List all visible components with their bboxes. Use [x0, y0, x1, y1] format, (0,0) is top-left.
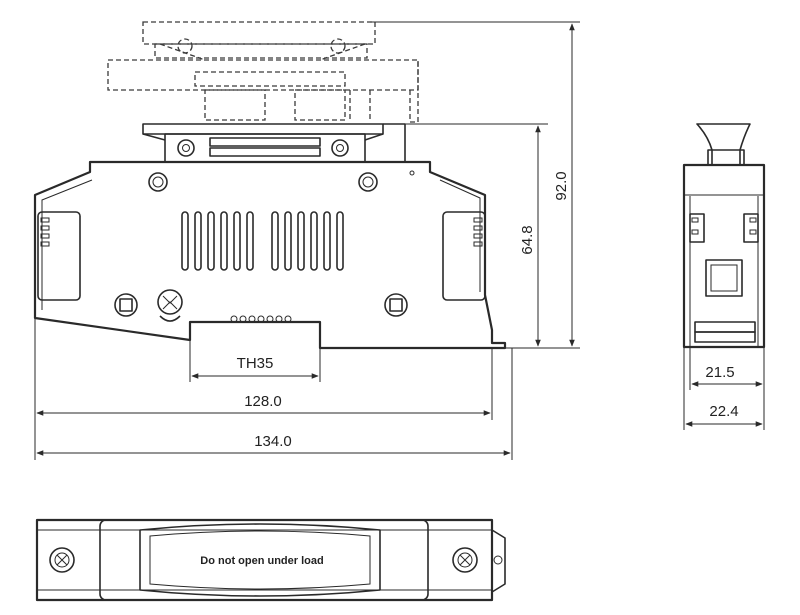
dimension-depth-22: 22.4 [683, 347, 763, 430]
dim-text-128: 128.0 [244, 393, 282, 410]
dimension-height-64: 64.8 [383, 123, 548, 347]
dimension-height-92: 92.0 [370, 21, 580, 349]
dimension-rail: TH35 [189, 322, 321, 382]
dimension-depth-21: 21.5 [689, 347, 765, 430]
dim-text-21: 21.5 [705, 364, 734, 381]
handle [142, 123, 406, 163]
vent-slots [181, 211, 344, 271]
top-handle [139, 523, 381, 597]
dimension-width-134: 134.0 [36, 348, 513, 460]
side-window [705, 259, 743, 297]
contact-bumps [230, 315, 292, 323]
dim-text-134: 134.0 [254, 433, 292, 450]
open-handle-outline [107, 21, 419, 123]
terminal-right [442, 211, 486, 301]
terminal-screw-right-icon [384, 293, 408, 317]
mount-tab [491, 529, 506, 593]
dim-text-64: 64.8 [519, 225, 536, 254]
side-view: 21.5 22.4 [682, 123, 766, 430]
side-handle [696, 123, 751, 166]
front-view: 92.0 64.8 TH35 128.0 134.0 [33, 21, 580, 460]
dimension-width-128: 128.0 [34, 318, 493, 460]
top-view: Do not open under load [35, 518, 506, 602]
screw-icon [148, 172, 168, 192]
warning-label: Do not open under load [200, 555, 323, 567]
dim-text-92: 92.0 [553, 171, 570, 200]
dim-text-22: 22.4 [709, 403, 738, 420]
terminal-left [37, 211, 81, 301]
indicator-icon [157, 289, 183, 322]
side-body [682, 163, 766, 349]
fuse-body [33, 160, 507, 350]
screw-icon [358, 172, 378, 192]
top-screw-right-icon [452, 547, 478, 573]
top-screw-left-icon [49, 547, 75, 573]
terminal-screw-left-icon [114, 293, 138, 317]
dim-text-rail: TH35 [237, 355, 274, 372]
